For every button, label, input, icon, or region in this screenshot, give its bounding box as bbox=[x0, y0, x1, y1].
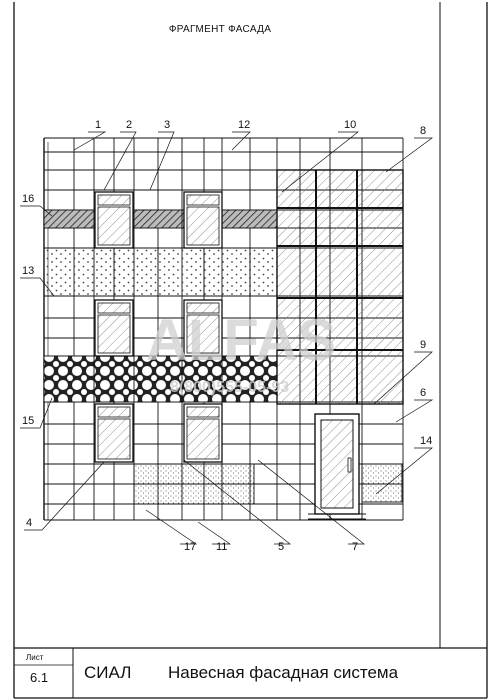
title-block-organization: СИАЛ bbox=[84, 663, 132, 682]
entrance-door bbox=[308, 413, 366, 520]
callout-leader bbox=[73, 131, 107, 151]
callout-leader bbox=[197, 521, 232, 545]
drawing-title: ФРАГМЕНТ ФАСАДА bbox=[168, 24, 272, 35]
callout-leader bbox=[20, 205, 53, 217]
callout-leader bbox=[373, 351, 433, 405]
band-dividers bbox=[93, 210, 251, 402]
callout-leader bbox=[375, 447, 433, 495]
band-15-perforated-panel bbox=[43, 355, 278, 403]
callout-label: 17 bbox=[184, 541, 196, 553]
callout-leader bbox=[145, 509, 198, 545]
callout-label: 13 bbox=[22, 265, 34, 277]
callout-label: 12 bbox=[238, 119, 250, 131]
title-block-sheet-label: Лист bbox=[26, 653, 44, 662]
callout-leader bbox=[183, 459, 292, 545]
band-13-panel bbox=[43, 247, 278, 297]
callout-label: 16 bbox=[22, 193, 34, 205]
callout-label: 11 bbox=[216, 541, 227, 553]
watermark-brand: ALFAS bbox=[146, 308, 336, 373]
callout-leader bbox=[385, 137, 434, 173]
callout-leader bbox=[103, 131, 137, 191]
callout-leader bbox=[149, 131, 175, 191]
callout-leader bbox=[24, 461, 105, 531]
callout-label: 9 bbox=[420, 339, 426, 351]
callout-leaders bbox=[20, 131, 434, 545]
band-16-panel bbox=[43, 209, 278, 229]
callout-label: 5 bbox=[278, 541, 284, 553]
curtain-wall-glazing bbox=[276, 169, 404, 405]
callout-label: 10 bbox=[344, 119, 356, 131]
callout-label: 1 bbox=[95, 119, 101, 131]
callout-label: 8 bbox=[420, 125, 426, 137]
callout-label: 2 bbox=[126, 119, 132, 131]
callout-label: 3 bbox=[164, 119, 170, 131]
callout-label: 4 bbox=[26, 517, 32, 529]
callout-label: 14 bbox=[420, 435, 432, 447]
sheet-frame bbox=[13, 2, 488, 699]
callout-leader bbox=[395, 399, 434, 423]
facade-windows bbox=[94, 191, 223, 463]
callout-leader bbox=[281, 131, 360, 193]
callout-leader bbox=[20, 397, 53, 429]
title-block-sheet-number: 6.1 bbox=[30, 670, 49, 685]
base-panel-14 bbox=[361, 463, 403, 503]
callout-label: 6 bbox=[420, 387, 426, 399]
base-panel-17 bbox=[133, 463, 255, 505]
callout-leader bbox=[257, 459, 366, 545]
title-block-document-title: Навесная фасадная система bbox=[168, 663, 399, 682]
watermark-phone: 8(800)555-05-93 bbox=[170, 379, 289, 396]
callout-label: 7 bbox=[352, 541, 358, 553]
callout-leader bbox=[231, 131, 251, 151]
callout-leader bbox=[20, 277, 55, 297]
callout-label: 15 bbox=[22, 415, 34, 427]
